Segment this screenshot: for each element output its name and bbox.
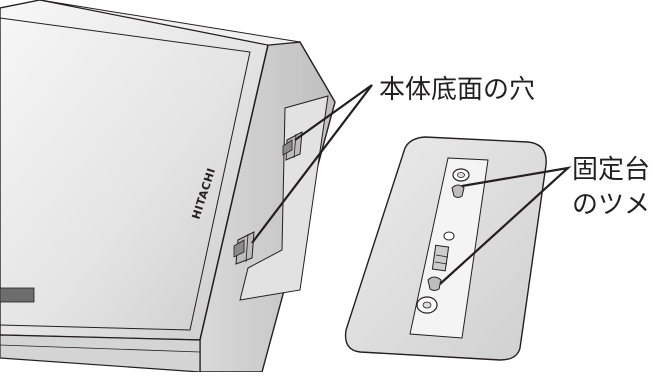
callout-stand-tabs xyxy=(439,166,572,285)
unit-top-edge xyxy=(39,0,301,46)
stand-tab-upper-icon xyxy=(451,168,470,198)
hole-lower-icon xyxy=(233,231,255,265)
label-body-holes: 本体底面の穴 xyxy=(379,75,535,105)
bottom-holes-panel xyxy=(233,95,329,301)
stand-tab-lower-icon xyxy=(427,276,442,291)
unit-top-inner-border xyxy=(0,17,251,331)
unit-foot xyxy=(0,287,35,303)
stand-slot-icon xyxy=(431,231,455,272)
callout-lines xyxy=(251,84,572,285)
stand-strip xyxy=(409,157,489,339)
label-stand-tabs-line1: 固定台 xyxy=(572,155,650,185)
stand xyxy=(344,136,547,361)
callout-body-holes xyxy=(251,84,373,244)
unit-bottom-edge xyxy=(0,334,201,373)
label-stand-tabs-line2: のツメ xyxy=(572,190,650,220)
stand-screw-icon xyxy=(416,296,438,314)
